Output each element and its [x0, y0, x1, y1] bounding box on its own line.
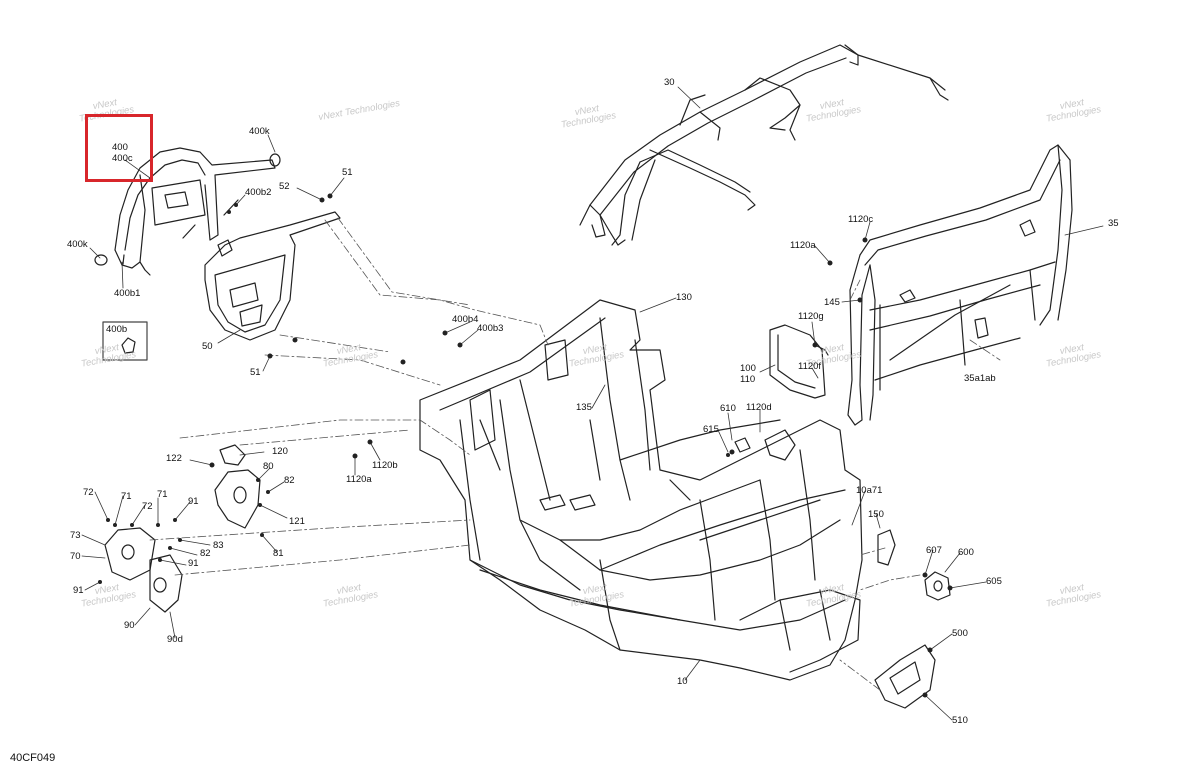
callout-73[interactable]: 73 — [70, 530, 81, 541]
callout-607[interactable]: 607 — [926, 545, 942, 556]
callout-91[interactable]: 91 — [188, 496, 199, 507]
callout-510[interactable]: 510 — [952, 715, 968, 726]
callout-80[interactable]: 80 — [263, 461, 274, 472]
callout-400[interactable]: 400 — [112, 142, 128, 153]
callout-610[interactable]: 610 — [720, 403, 736, 414]
bracket-600 — [924, 571, 951, 601]
callout-1120a[interactable]: 1120a — [346, 474, 372, 485]
mount-bracket-90 — [104, 527, 183, 613]
callout-83[interactable]: 83 — [213, 540, 224, 551]
callout-10a71[interactable]: 10a71 — [856, 485, 883, 496]
callout-122[interactable]: 122 — [166, 453, 182, 464]
selection-highlight-box — [85, 114, 153, 182]
callout-400b[interactable]: 400b — [106, 324, 128, 335]
diagram-sheet-code: 40CF049 — [10, 752, 56, 764]
mount-bracket-120 — [214, 444, 261, 529]
callout-500[interactable]: 500 — [952, 628, 968, 639]
callout-400b2[interactable]: 400b2 — [245, 187, 272, 198]
callout-400b3[interactable]: 400b3 — [477, 323, 504, 334]
callout-35[interactable]: 35 — [1108, 218, 1119, 229]
callout-1120g[interactable]: 1120g — [798, 311, 824, 322]
rear-cage-35 — [847, 144, 1073, 426]
callout-121[interactable]: 121 — [289, 516, 305, 527]
callout-145[interactable]: 145 — [824, 297, 840, 308]
callout-70[interactable]: 70 — [70, 551, 81, 562]
callout-600[interactable]: 600 — [958, 547, 974, 558]
callout-400b4[interactable]: 400b4 — [452, 314, 479, 325]
callout-71[interactable]: 71 — [157, 489, 168, 500]
callout-135[interactable]: 135 — [576, 402, 592, 413]
callout-150[interactable]: 150 — [868, 509, 884, 520]
roof-cage-30 — [579, 44, 949, 246]
callout-90d[interactable]: 90d — [167, 634, 183, 645]
callout-1120b[interactable]: 1120b — [372, 460, 398, 471]
bracket-150 — [877, 529, 896, 566]
callout-1120a[interactable]: 1120a — [790, 240, 816, 251]
callout-400k[interactable]: 400k — [249, 126, 270, 137]
callout-91[interactable]: 91 — [188, 558, 199, 569]
callout-100[interactable]: 100 — [740, 363, 756, 374]
callout-71[interactable]: 71 — [121, 491, 132, 502]
callout-81[interactable]: 81 — [273, 548, 284, 559]
callout-10[interactable]: 10 — [677, 676, 688, 687]
clamp-610 — [734, 429, 796, 461]
callout-90[interactable]: 90 — [124, 620, 135, 631]
callout-1120d[interactable]: 1120d — [746, 402, 772, 413]
callout-50[interactable]: 50 — [202, 341, 213, 352]
skid-plate-500 — [874, 644, 936, 709]
callout-130[interactable]: 130 — [676, 292, 692, 303]
callout-82[interactable]: 82 — [200, 548, 211, 559]
callout-91[interactable]: 91 — [73, 585, 84, 596]
callout-82[interactable]: 82 — [284, 475, 295, 486]
callout-1120c[interactable]: 1120c — [848, 214, 874, 225]
main-chassis-10 — [419, 299, 863, 681]
callout-1120f[interactable]: 1120f — [798, 361, 822, 372]
front-bracket-50 — [204, 211, 341, 341]
callout-72[interactable]: 72 — [83, 487, 94, 498]
callout-605[interactable]: 605 — [986, 576, 1002, 587]
callout-51[interactable]: 51 — [342, 167, 353, 178]
callout-400c[interactable]: 400c — [112, 153, 133, 164]
callout-35a1ab[interactable]: 35a1ab — [964, 373, 996, 384]
front-bumper-400 — [94, 147, 281, 276]
callout-120[interactable]: 120 — [272, 446, 288, 457]
callout-615[interactable]: 615 — [703, 424, 719, 435]
callout-30[interactable]: 30 — [664, 77, 675, 88]
callout-51[interactable]: 51 — [250, 367, 261, 378]
callout-72[interactable]: 72 — [142, 501, 153, 512]
callout-52[interactable]: 52 — [279, 181, 290, 192]
callout-400k[interactable]: 400k — [67, 239, 88, 250]
detail-400b — [102, 321, 148, 361]
callout-400b1[interactable]: 400b1 — [114, 288, 141, 299]
callout-110[interactable]: 110 — [740, 374, 756, 385]
